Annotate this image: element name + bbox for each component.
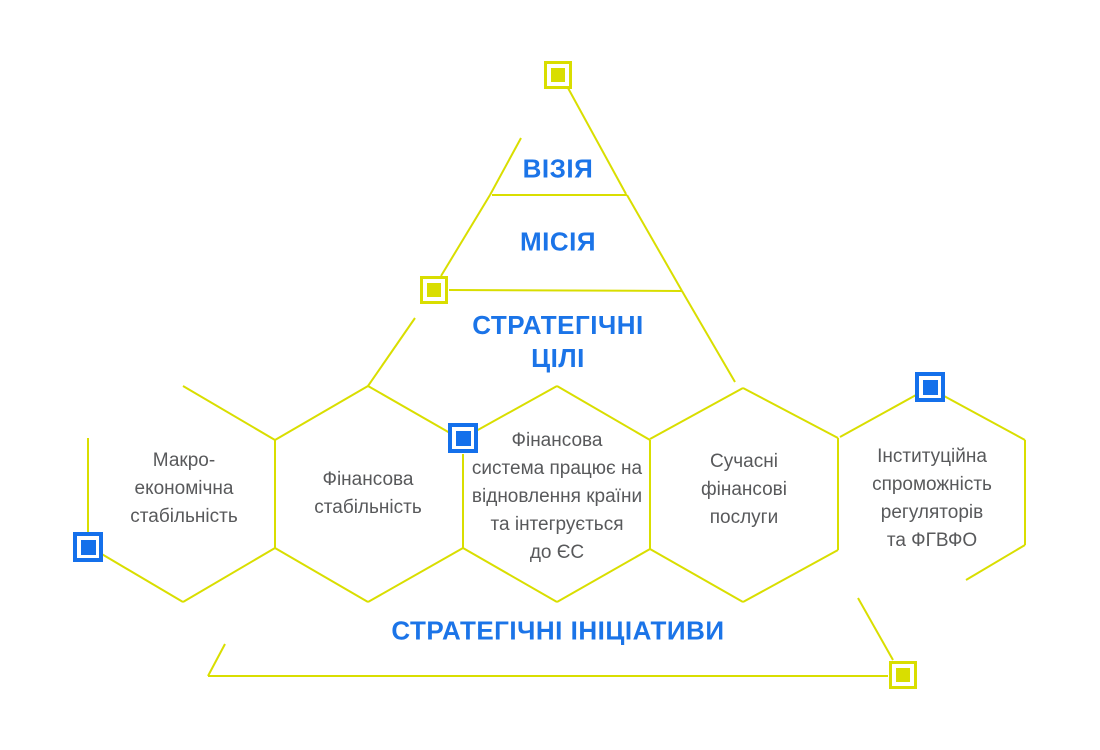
vision-label: ВІЗІЯ bbox=[522, 153, 594, 184]
mission-left-node-icon[interactable] bbox=[420, 276, 448, 304]
mission-label: МІСІЯ bbox=[519, 226, 597, 257]
square-fill-icon bbox=[922, 379, 938, 395]
square-fill-icon bbox=[551, 68, 565, 82]
square-fill-icon bbox=[80, 539, 96, 555]
initiatives-right-node-icon[interactable] bbox=[889, 661, 917, 689]
hexagon-financial-system-eu: Фінансова система працює на відновлення … bbox=[471, 430, 643, 563]
macro-stability-left-node-icon[interactable] bbox=[73, 532, 103, 562]
strategic-initiatives-label: СТРАТЕГІЧНІ ІНІЦІАТИВИ bbox=[391, 615, 725, 646]
hexagon-institutional-capacity: Інституційна спроможність регуляторів та… bbox=[872, 446, 992, 551]
hexagon-macro-economic-stability: Макро- економічна стабільність bbox=[130, 450, 238, 527]
strategic-goals-label: СТРАТЕГІЧНІ ЦІЛІ bbox=[472, 310, 644, 373]
vision-apex-node-icon[interactable] bbox=[544, 61, 572, 89]
square-fill-icon bbox=[896, 668, 910, 682]
institutional-top-node-icon[interactable] bbox=[915, 372, 945, 402]
square-fill-icon bbox=[455, 430, 471, 446]
goals-hexagon-node-icon[interactable] bbox=[448, 423, 478, 453]
hexagon-financial-stability: Фінансова стабільність bbox=[314, 469, 422, 518]
hexagon-modern-financial-services: Сучасні фінансові послуги bbox=[700, 451, 788, 528]
square-fill-icon bbox=[427, 283, 441, 297]
